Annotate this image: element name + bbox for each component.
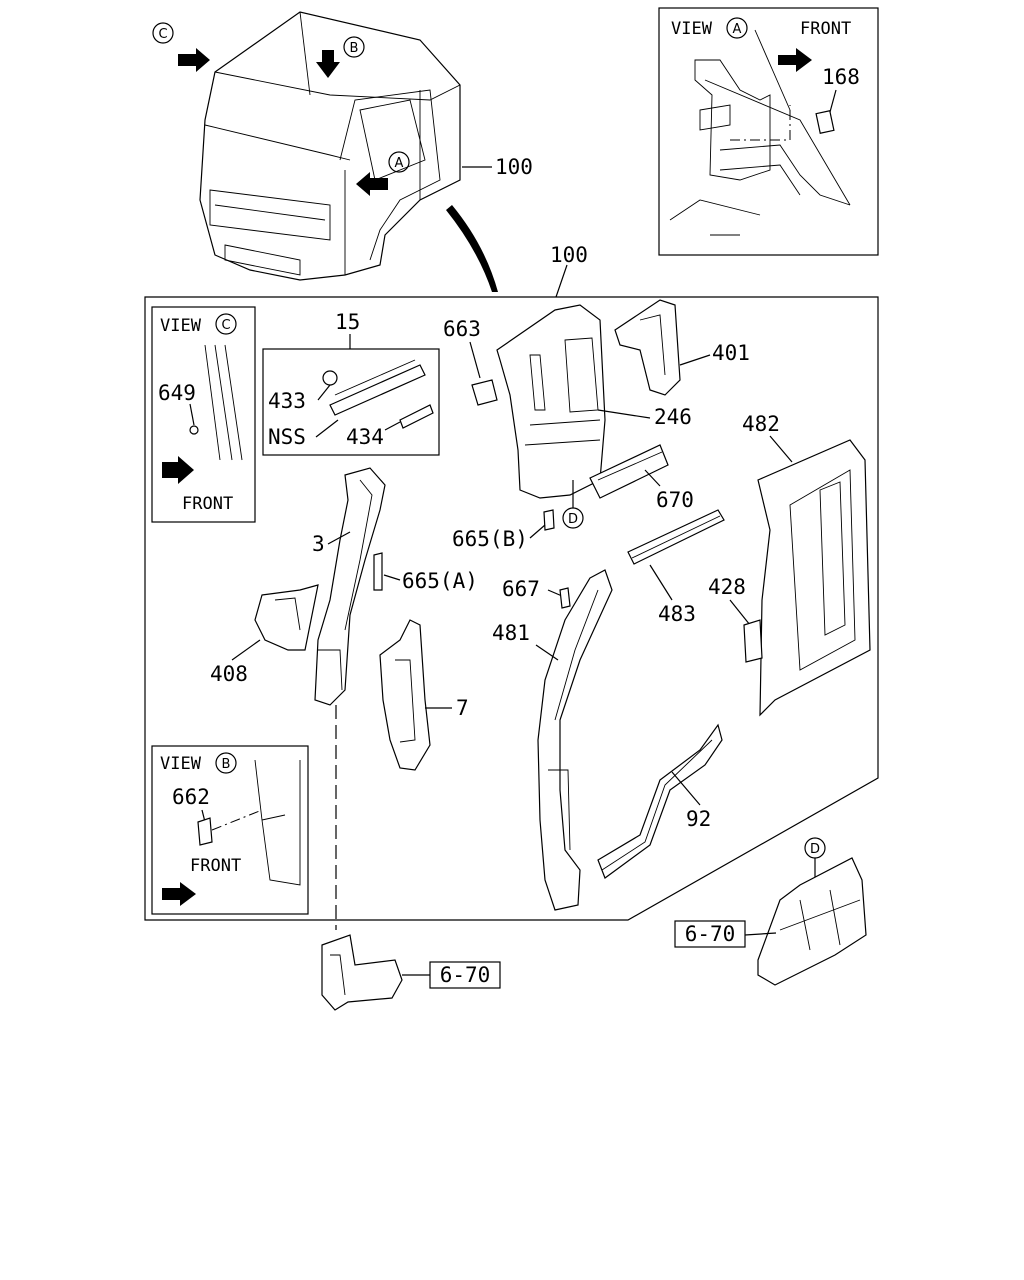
circle-marker-b	[343, 36, 365, 58]
cab-view-b-arrow: B	[316, 36, 365, 78]
view-c-panel: VIEW C 649 FRONT	[151, 306, 256, 523]
part-92-label: 92	[686, 807, 711, 831]
nut-icon	[322, 370, 338, 386]
view-a-title: VIEW	[671, 19, 713, 39]
view-c-circle: C	[221, 318, 230, 333]
cab-label-c: C	[158, 27, 167, 42]
part-670-group: 670	[589, 444, 694, 512]
arrow-down-icon	[316, 50, 340, 78]
front-arrow-icon	[162, 882, 196, 906]
cab-label-b: B	[350, 41, 359, 56]
front-arrow-icon	[778, 48, 812, 72]
main-frame	[144, 296, 879, 921]
part-665a-label: 665(A)	[402, 569, 478, 593]
part-434-label: 434	[346, 425, 384, 449]
pillar-group: 3 665(A) 408 7	[210, 467, 478, 930]
back-panel-group: 663 246 665(B) D	[443, 304, 692, 551]
ref-right-label: 6-70	[685, 922, 736, 946]
part-3-label: 3	[312, 532, 325, 556]
cab-label-a: A	[395, 156, 404, 171]
cab-view-a-arrow: A	[356, 151, 410, 196]
view-a-front: FRONT	[800, 19, 851, 39]
view-b-title: VIEW	[160, 754, 202, 774]
part-15-label: 15	[335, 310, 360, 334]
view-b-part-662: 662	[172, 785, 210, 809]
part-483-label: 483	[658, 602, 696, 626]
d-marker-label: D	[568, 512, 578, 527]
ref-left-label: 6-70	[440, 963, 491, 987]
circle-marker-d	[562, 507, 584, 529]
cab-illustration	[199, 11, 461, 281]
front-arrow-icon	[162, 456, 194, 484]
view-b-front: FRONT	[190, 856, 241, 876]
bolt-icon	[815, 110, 835, 134]
circle-marker-c	[215, 313, 237, 335]
lower-parts-group: 483 667 481 428 92	[492, 509, 763, 911]
view-c-front: FRONT	[182, 494, 233, 514]
view-a-circle: A	[733, 22, 742, 37]
bottom-left-ref-group: 6-70	[321, 934, 501, 1011]
part-665b-label: 665(B)	[452, 527, 528, 551]
part-482-group: 482	[742, 412, 871, 717]
cab-view-c-arrow: C	[152, 22, 210, 72]
part-667-label: 667	[502, 577, 540, 601]
view-b-circle: B	[222, 757, 231, 772]
circle-marker-b	[215, 752, 237, 774]
circle-marker-a	[388, 151, 410, 173]
part-408-label: 408	[210, 662, 248, 686]
circle-marker-c	[152, 22, 174, 44]
bottom-right-ref-group: D 6-70	[674, 837, 867, 986]
arrow-left-icon	[356, 172, 388, 196]
clip-icon	[197, 817, 213, 846]
bottom-d-label: D	[810, 842, 820, 857]
part-481-label: 481	[492, 621, 530, 645]
part-401-group: 401	[614, 299, 750, 396]
part-663-label: 663	[443, 317, 481, 341]
view-c-part-649: 649	[158, 381, 196, 405]
main-part-100: 100	[550, 243, 588, 267]
nss-label: NSS	[268, 425, 306, 449]
part-433-label: 433	[268, 389, 306, 413]
part-428-label: 428	[708, 575, 746, 599]
ref-box-right	[674, 920, 746, 948]
ref-box-left	[429, 961, 501, 989]
part-7-label: 7	[456, 696, 469, 720]
view-a-panel: VIEW A FRONT 168	[658, 7, 879, 256]
view-c-title: VIEW	[160, 316, 202, 336]
part-15-group: 15 433 NSS 434	[262, 310, 440, 456]
part-246-label: 246	[654, 405, 692, 429]
circle-marker-a	[726, 17, 748, 39]
arrow-right-icon	[178, 48, 210, 72]
part-401-label: 401	[712, 341, 750, 365]
nut-icon	[189, 425, 199, 435]
view-a-part-168: 168	[822, 65, 860, 89]
curved-arrow-icon	[446, 205, 498, 292]
part-670-label: 670	[656, 488, 694, 512]
part-482-label: 482	[742, 412, 780, 436]
view-b-panel: VIEW B 662 FRONT	[151, 745, 309, 915]
cab-part-100: 100	[495, 155, 533, 179]
